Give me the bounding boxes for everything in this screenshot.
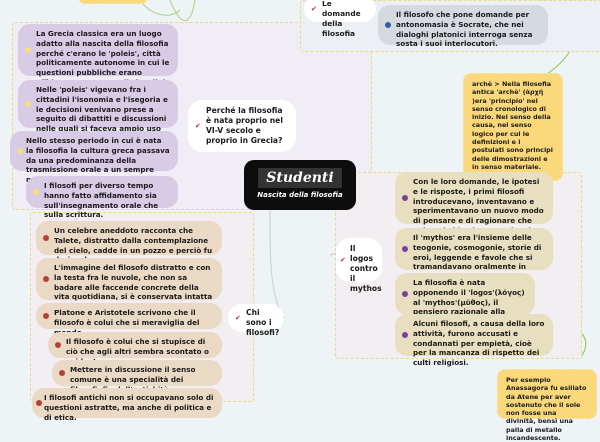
perche-item[interactable]: La Grecia classica era un luogo adatto a… bbox=[18, 24, 178, 87]
branch-label: Il logos contro il mythos bbox=[350, 244, 382, 293]
branch-label: Chi sono i filosofi? bbox=[246, 308, 280, 337]
branch-logos[interactable]: ✔ Il logos contro il mythos bbox=[336, 238, 382, 293]
branch-label: Perché la filosofia è nata proprio nel V… bbox=[206, 106, 283, 145]
bullet-icon bbox=[25, 101, 31, 107]
bullet-icon bbox=[43, 313, 49, 319]
logos-item[interactable]: Con le loro domande, le ipotesi e le ris… bbox=[395, 172, 553, 235]
bullet-icon bbox=[385, 22, 391, 28]
logos-item[interactable]: Alcuni filosofi, a causa della loro atti… bbox=[395, 314, 553, 367]
branch-domande[interactable]: ✔ Le domande della filosofia bbox=[304, 0, 376, 38]
bullet-icon bbox=[25, 47, 31, 53]
bullet-icon bbox=[402, 195, 408, 201]
chi-item[interactable]: Un celebre aneddoto racconta che Talete,… bbox=[36, 221, 222, 264]
bullet-icon bbox=[17, 148, 23, 154]
bullet-icon bbox=[402, 332, 408, 338]
bullet-icon bbox=[402, 246, 408, 252]
arche-note[interactable]: archè > Nella filosofia antica 'archè' (… bbox=[463, 73, 563, 204]
central-title: Nascita della filosofia bbox=[257, 191, 343, 199]
perche-item[interactable]: I filosofi per diverso tempo hanno fatto… bbox=[26, 176, 178, 219]
studenti-logo: Studenti bbox=[258, 168, 342, 188]
domande-item[interactable]: Il filosofo che pone domande per antonom… bbox=[378, 5, 548, 48]
anassagora-note[interactable]: Per esempio Anassagora fu esiliato da At… bbox=[497, 369, 597, 442]
top-note[interactable] bbox=[78, 0, 148, 4]
branch-perche[interactable]: ✔ Perché la filosofia è nata proprio nel… bbox=[188, 100, 296, 152]
bullet-icon bbox=[43, 235, 49, 241]
bullet-icon bbox=[36, 400, 42, 406]
branch-marker-icon: ✔ bbox=[195, 122, 201, 130]
bullet-icon bbox=[55, 342, 61, 348]
bullet-icon bbox=[43, 276, 49, 282]
bullet-icon bbox=[59, 370, 65, 376]
branch-marker-icon: ✔ bbox=[311, 5, 317, 13]
chi-item[interactable]: Platone e Aristotele scrivono che il fil… bbox=[36, 303, 222, 337]
chi-item[interactable]: Mettere in discussione il senso comune è… bbox=[52, 360, 222, 394]
bullet-icon bbox=[402, 291, 408, 297]
chi-item[interactable]: I filosofi antichi non si occupavano sol… bbox=[32, 388, 222, 422]
central-topic[interactable]: Studenti Nascita della filosofia bbox=[244, 160, 356, 210]
perche-item[interactable]: Nello stesso periodo in cui è nata la fi… bbox=[10, 131, 178, 184]
branch-label: Le domande della filosofia bbox=[322, 0, 361, 38]
chi-item[interactable]: Il filosofo è colui che si stupisce di c… bbox=[48, 332, 222, 366]
bullet-icon bbox=[33, 189, 39, 195]
branch-chi[interactable]: ✔ Chi sono i filosofi? bbox=[228, 304, 284, 337]
perche-item[interactable]: Nelle 'poleis' vigevano fra i cittadini … bbox=[18, 80, 178, 143]
logos-item[interactable]: La filosofia è nata opponendo il 'logos'… bbox=[395, 273, 535, 326]
logos-item[interactable]: Il 'mythos' era l'insieme delle teogonie… bbox=[395, 228, 553, 281]
chi-item[interactable]: L'immagine del filosofo distratto e con … bbox=[36, 258, 222, 311]
branch-marker-icon: ✔ bbox=[235, 314, 241, 322]
branch-marker-icon: ✔ bbox=[340, 256, 346, 264]
